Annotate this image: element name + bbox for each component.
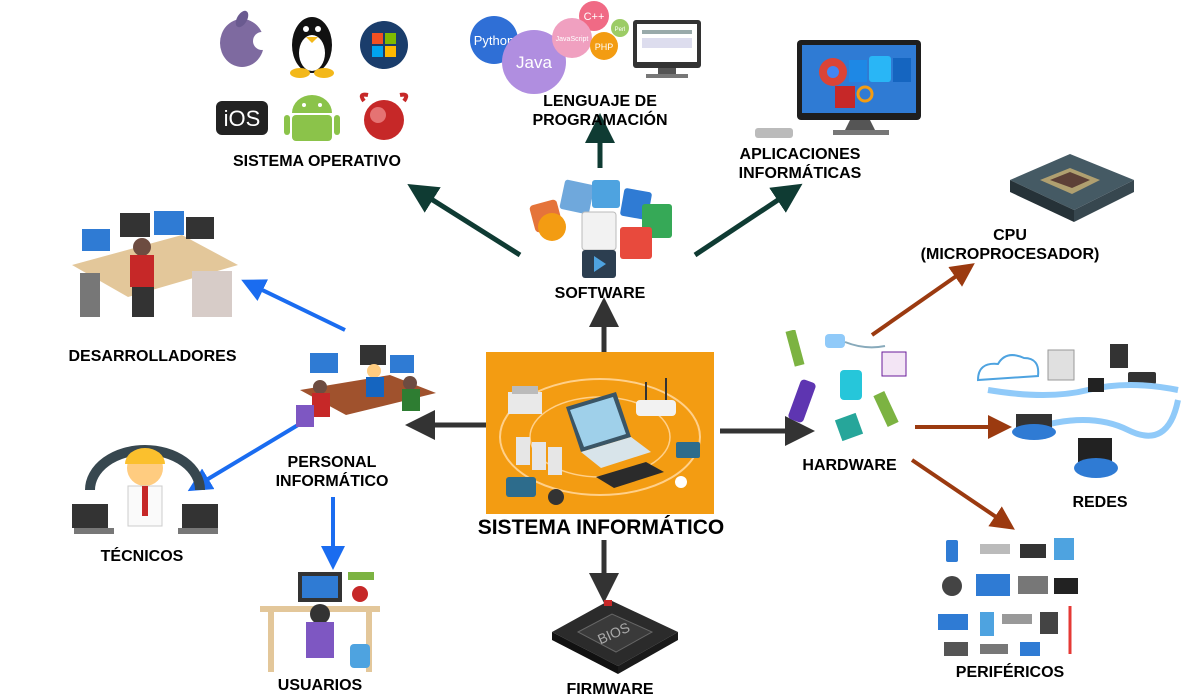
software-label: SOFTWARE <box>554 285 646 302</box>
arrow-personal-dev <box>241 279 346 332</box>
arrow-hardware-cpu <box>870 263 975 337</box>
cpu-label: CPU (MICROPROCESADOR) <box>900 226 1120 264</box>
arrow-software-apps <box>693 183 803 258</box>
windows-icon <box>360 21 408 69</box>
lang-label-line2: PROGRAMACIÓN <box>532 112 668 129</box>
lang-python: Python <box>474 33 514 48</box>
technicians-illustration <box>72 445 218 534</box>
personal-label: PERSONAL INFORMÁTICO <box>262 453 402 491</box>
ios-icon: iOS <box>216 101 268 135</box>
cpu-label-line2: (MICROPROCESADOR) <box>920 246 1100 263</box>
lang-label: LENGUAJE DE PROGRAMACIÓN <box>510 92 690 130</box>
dev-label: DESARROLLADORES <box>68 348 237 365</box>
apps-monitor <box>755 40 921 138</box>
center-title: SISTEMA INFORMÁTICO <box>477 516 725 539</box>
software-icons-cluster <box>529 179 672 278</box>
os-logos-grid: iOS <box>216 10 409 141</box>
personal-team-illustration <box>296 345 436 427</box>
lang-label-line1: LENGUAJE DE <box>543 93 657 110</box>
bios-chip: BIOS <box>552 600 678 674</box>
apps-label-line2: INFORMÁTICAS <box>738 165 862 182</box>
hardware-label: HARDWARE <box>802 457 897 474</box>
hardware-components <box>785 330 907 442</box>
lang-perl: Perl <box>615 27 626 33</box>
firmware-label: FIRMWARE <box>566 681 654 698</box>
cpu-label-line1: CPU <box>993 227 1027 244</box>
android-icon <box>284 95 340 141</box>
center-illustration <box>486 352 714 514</box>
lang-php: PHP <box>595 42 614 52</box>
tec-label: TÉCNICOS <box>100 548 184 565</box>
arrow-personal-tec <box>187 423 300 492</box>
freebsd-icon <box>359 92 409 140</box>
peripherals-grid <box>938 538 1078 656</box>
lang-js: JavaScript <box>556 36 589 43</box>
users-illustration <box>260 572 380 672</box>
apps-label: APLICACIONES INFORMÁTICAS <box>715 145 885 183</box>
apps-label-line1: APLICACIONES <box>739 146 861 163</box>
developers-illustration <box>72 211 238 317</box>
perifericos-label: PERIFÉRICOS <box>955 664 1065 681</box>
redes-label: REDES <box>1072 494 1128 511</box>
apple-icon <box>220 10 271 67</box>
arrow-hardware-perifericos <box>910 458 1015 530</box>
cpu-chip <box>1010 154 1134 222</box>
ios-text: iOS <box>224 106 261 131</box>
personal-label-line1: PERSONAL <box>287 454 377 471</box>
linux-icon <box>290 17 334 78</box>
personal-label-line2: INFORMÁTICO <box>275 473 389 490</box>
network-diagram <box>976 344 1181 478</box>
lang-cpp: C++ <box>584 11 605 23</box>
languages-bubbles: Python Java C++ JavaScript PHP Perl <box>470 1 701 94</box>
usr-label: USUARIOS <box>277 677 363 694</box>
os-label: SISTEMA OPERATIVO <box>232 153 401 170</box>
lang-java: Java <box>516 53 552 72</box>
arrow-software-os <box>407 184 522 258</box>
